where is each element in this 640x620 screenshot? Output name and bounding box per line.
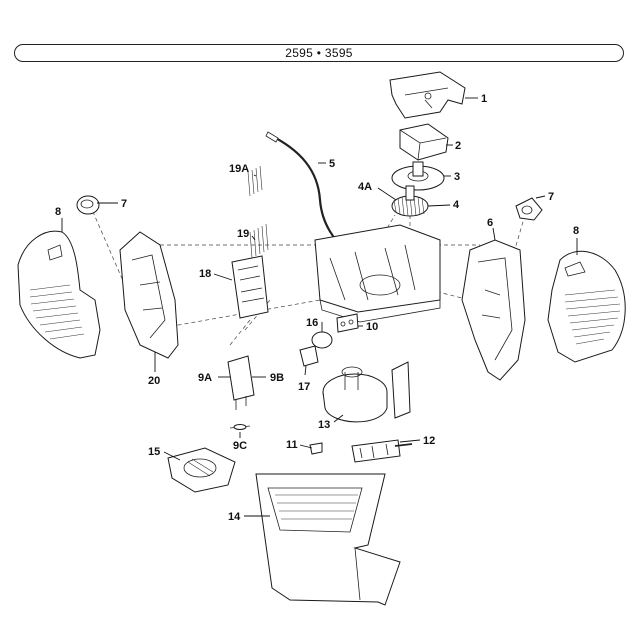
label-10: 10 (366, 321, 378, 333)
label-17: 17 (298, 381, 310, 393)
label-8-left: 8 (55, 206, 61, 218)
label-9c: 9C (233, 440, 247, 452)
part-15-socket-housing (167, 447, 236, 493)
label-14: 14 (228, 511, 241, 523)
part-19a-connector (247, 165, 263, 197)
part-19-connector (249, 223, 269, 259)
label-3: 3 (454, 171, 460, 183)
label-9b: 9B (270, 372, 284, 384)
part-8-right-cover (547, 250, 626, 363)
part-7-left-knob (76, 195, 100, 215)
label-8-right: 8 (573, 225, 579, 237)
model-title-banner: 2595 • 3595 (14, 44, 624, 62)
label-4: 4 (453, 199, 460, 211)
part-4-gear (391, 185, 429, 217)
part-6-right-housing (461, 239, 526, 381)
label-20: 20 (148, 375, 160, 387)
label-2: 2 (455, 140, 461, 152)
part-1-bracket (389, 71, 466, 119)
label-6: 6 (487, 217, 493, 229)
chassis-plate (314, 224, 441, 323)
label-15: 15 (148, 446, 160, 458)
label-4a: 4A (358, 181, 372, 193)
leader-lines (61, 97, 578, 517)
part-3-sprocket (391, 161, 445, 191)
part-13-motor (322, 361, 411, 423)
part-18-circuit-board (231, 255, 269, 319)
label-11: 11 (286, 439, 298, 451)
label-16: 16 (306, 317, 318, 329)
part-17-bracket (299, 345, 319, 367)
part-9a-capacitor (227, 355, 255, 410)
part-12-limit-switch (351, 439, 413, 463)
label-13: 13 (318, 419, 330, 431)
part-labels: 1 2 3 4 4A 5 6 7 7 8 8 9A 9B 9C 10 11 12… (55, 93, 579, 523)
label-18: 18 (199, 268, 211, 280)
part-2-block (399, 123, 449, 161)
label-5: 5 (329, 158, 335, 170)
part-9c-fuse (229, 424, 251, 430)
model-title: 2595 • 3595 (285, 46, 353, 60)
label-9a: 9A (198, 372, 212, 384)
label-19: 19 (237, 228, 249, 240)
label-1: 1 (481, 93, 487, 105)
part-20-left-housing (119, 231, 179, 359)
part-11-screw (309, 442, 323, 455)
part-5-cable (265, 131, 346, 251)
part-10-switch (336, 313, 359, 333)
label-12: 12 (423, 435, 435, 447)
part-14-lens-cover (255, 473, 401, 606)
part-7-right-knob (515, 197, 543, 221)
label-7-left: 7 (121, 198, 127, 210)
part-8-left-cover (17, 230, 101, 359)
label-7-right: 7 (548, 191, 554, 203)
label-19a: 19A (229, 163, 249, 175)
